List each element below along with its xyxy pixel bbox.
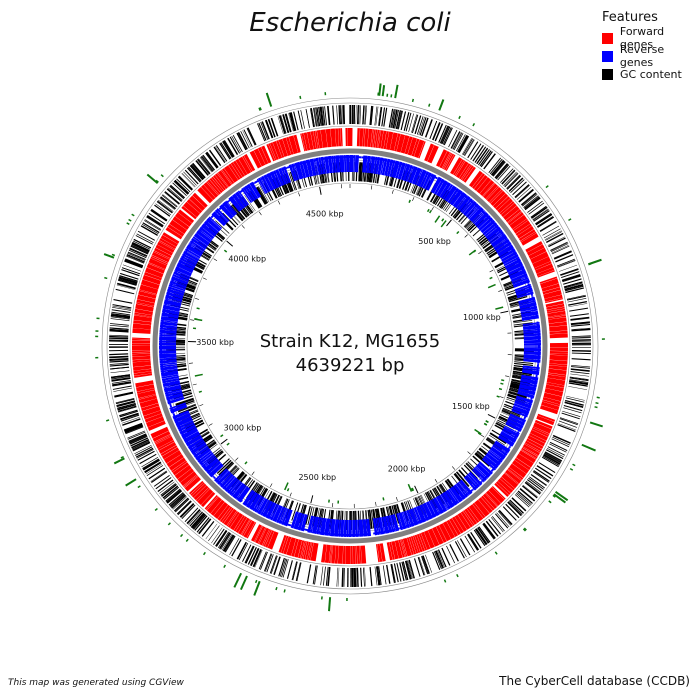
- genome-length: 4639221 bp: [295, 355, 405, 376]
- legend-item-reverse: Reverse genes: [602, 43, 700, 69]
- outer-markers: [95, 83, 605, 612]
- scale-label: 2500 kbp: [298, 473, 336, 482]
- legend-item-gc: GC content: [602, 65, 700, 83]
- scale-label: 3500 kbp: [196, 338, 234, 347]
- legend-item-forward: Forward genes: [602, 25, 700, 51]
- scale-label: 1500 kbp: [452, 402, 490, 411]
- scale-label: 500 kbp: [418, 237, 451, 246]
- legend-title: Features: [602, 10, 658, 25]
- forward-genes-track: [131, 127, 569, 565]
- ccdb-credit: The CyberCell database (CCDB): [499, 674, 690, 688]
- scale-ticks: [188, 184, 512, 508]
- inner-gc-ring-inner: [186, 182, 514, 510]
- page-title: Escherichia coli: [249, 8, 451, 38]
- legend-label-gc: GC content: [620, 67, 682, 81]
- scale-label: 2000 kbp: [388, 465, 426, 474]
- outer-ring: [101, 97, 599, 595]
- gc-outer-band: [108, 104, 592, 588]
- gc-outer-ring-boundary: [129, 125, 571, 567]
- reverse-swatch: [602, 50, 613, 62]
- scale-label: 4500 kbp: [306, 209, 344, 218]
- legend-label-forward: Forward genes: [619, 25, 665, 51]
- scale-label: 3000 kbp: [224, 424, 262, 433]
- scale-label: 4000 kbp: [228, 255, 266, 264]
- legend-label-reverse: Reverse genes: [619, 43, 665, 69]
- inner-markers: [192, 199, 505, 504]
- legend: Features Forward genes Reverse genes GC …: [602, 10, 700, 83]
- outer-ring-inner: [106, 102, 594, 590]
- gc-swatch: [602, 68, 613, 80]
- genome-info: Strain K12, MG1655 4639221 bp: [200, 330, 500, 378]
- strain-label: Strain K12, MG1655: [259, 331, 441, 352]
- cgview-credit: This map was generated using CGView: [8, 678, 184, 688]
- scale-label: 1000 kbp: [463, 313, 501, 322]
- reverse-genes-track: [158, 154, 542, 537]
- backbone-ring: [152, 148, 548, 544]
- forward-swatch: [602, 32, 613, 44]
